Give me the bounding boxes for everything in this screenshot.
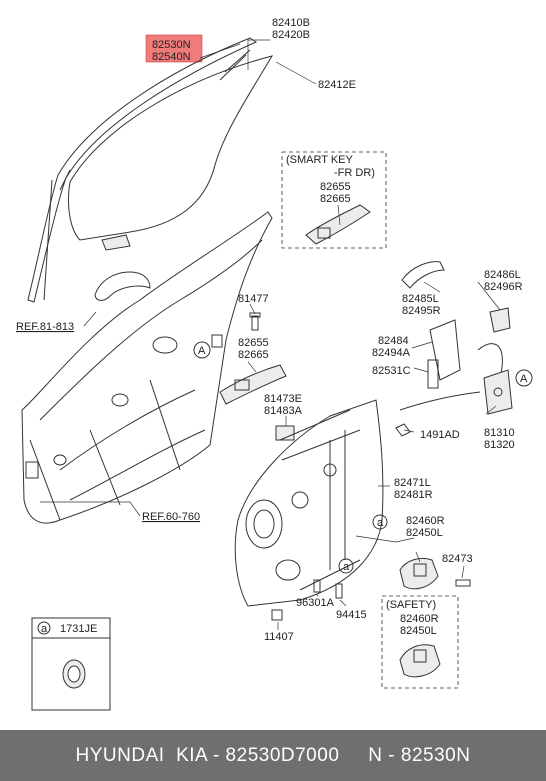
door-glass[interactable]: [67, 49, 274, 251]
label-96301a: 96301A: [296, 597, 335, 609]
label-82412e: 82412E: [318, 79, 356, 91]
label-ref-81-813: REF.81-813: [16, 321, 74, 333]
window-run-channel[interactable]: [27, 37, 258, 303]
smart-key-handle-part[interactable]: [305, 204, 371, 245]
label-81477: 81477: [238, 293, 269, 305]
label-82410b: 82410B: [272, 17, 310, 29]
rod-clip-part[interactable]: [275, 425, 295, 441]
label-82460r: 82460R: [406, 515, 445, 527]
label-1731je: 1731JE: [60, 623, 97, 635]
legend-box-1731je: a 1731JE: [31, 617, 111, 711]
label-82496r: 82496R: [484, 281, 523, 293]
circle-marker-A-right: A: [515, 369, 533, 387]
label-82450l: 82450L: [406, 527, 443, 539]
latch-cover-part[interactable]: [401, 261, 445, 289]
handle-base-part[interactable]: [219, 364, 287, 405]
label-82665-b: 82665: [238, 349, 269, 361]
label-82420b: 82420B: [272, 29, 310, 41]
label-82486l: 82486L: [484, 269, 521, 281]
circle-marker-a-bolt: a: [338, 558, 354, 574]
regulator-motor-part[interactable]: [399, 557, 439, 590]
exploded-parts-diagram: A A a a 82530N 82540N 82410B 82420B 8241…: [16, 17, 533, 711]
label-82471l: 82471L: [394, 477, 431, 489]
window-regulator-module[interactable]: [234, 399, 384, 607]
bolt-82473[interactable]: [455, 579, 471, 587]
label-82485l: 82485L: [402, 293, 439, 305]
label-82460r-safety: 82460R: [400, 613, 439, 625]
label-11407: 11407: [264, 631, 294, 643]
leader-lines: [40, 39, 501, 630]
svg-text:a: a: [41, 623, 48, 635]
label-82450l-safety: 82450L: [400, 625, 437, 637]
label-82473: 82473: [442, 553, 473, 565]
label-1491ad: 1491AD: [420, 429, 460, 441]
smart-key-box: [281, 151, 387, 249]
footer-bar: HYUNDAI KIA - 82530D7000 N - 82530N: [0, 730, 546, 781]
bolt-96301a[interactable]: [313, 579, 321, 593]
label-smart-key-1: (SMART KEY: [286, 154, 353, 166]
label-82484: 82484: [378, 335, 409, 347]
highlight-box: [145, 34, 203, 63]
circle-marker-a-motor: a: [372, 514, 388, 530]
door-latch-part[interactable]: [483, 369, 513, 415]
label-82531c: 82531C: [372, 365, 411, 377]
label-ref-60-760: REF.60-760: [142, 511, 200, 523]
grommet-1491ad[interactable]: [395, 423, 411, 437]
safety-box: [381, 595, 459, 689]
label-94415: 94415: [336, 609, 367, 621]
label-82530n: 82530N: [152, 39, 191, 51]
outside-handle[interactable]: [94, 271, 151, 301]
latch-cap-part[interactable]: [489, 307, 511, 333]
label-82655-b: 82655: [238, 337, 269, 349]
svg-text:A: A: [198, 345, 206, 357]
label-81320: 81320: [484, 439, 515, 451]
label-81483a: 81483A: [264, 405, 303, 417]
label-82481r: 82481R: [394, 489, 433, 501]
footer-part-number-text: HYUNDAI KIA - 82530D7000 N - 82530N: [75, 744, 471, 766]
label-81310: 81310: [484, 427, 515, 439]
label-82540n: 82540N: [152, 51, 191, 63]
label-safety: (SAFETY): [386, 599, 436, 611]
bolt-81477[interactable]: [249, 312, 261, 331]
label-82655-a: 82655: [320, 181, 351, 193]
label-smart-key-2: -FR DR): [334, 167, 375, 179]
svg-text:a: a: [343, 561, 350, 573]
label-82665-a: 82665: [320, 193, 351, 205]
label-82494a: 82494A: [372, 347, 411, 359]
label-81473e: 81473E: [264, 393, 302, 405]
door-inner-panel[interactable]: [21, 211, 273, 524]
bolt-94415[interactable]: [335, 583, 343, 599]
safety-motor-part[interactable]: [399, 644, 441, 678]
circle-marker-A-left: A: [193, 341, 211, 359]
label-82495r: 82495R: [402, 305, 441, 317]
svg-text:A: A: [520, 373, 528, 385]
svg-text:a: a: [377, 517, 384, 529]
bolt-11407[interactable]: [271, 609, 283, 621]
